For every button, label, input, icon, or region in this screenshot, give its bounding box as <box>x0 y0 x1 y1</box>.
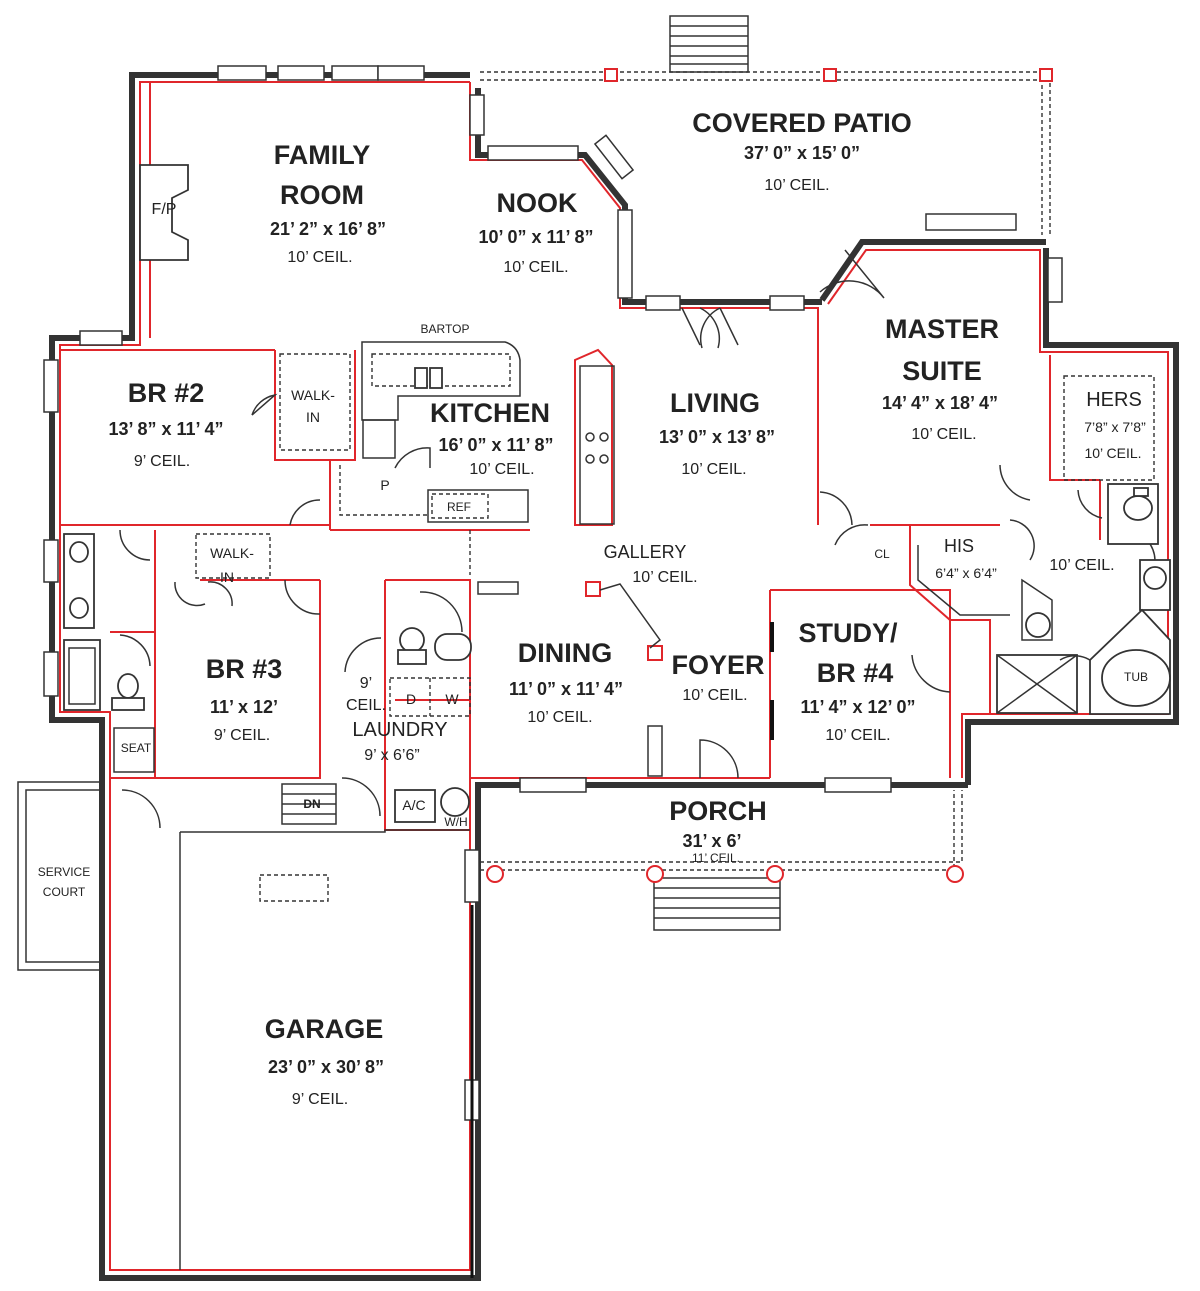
br3-ceil: 9’ CEIL. <box>213 727 271 744</box>
br2-walk-in-1: WALK- <box>291 387 335 403</box>
tub-label: TUB <box>1124 670 1148 684</box>
patio-edge <box>480 68 1053 235</box>
ref-label: REF <box>447 500 471 514</box>
family-room-name-2: ROOM <box>280 180 364 210</box>
his-name: HIS <box>943 536 975 556</box>
master-suite-dim: 14’ 4” x 18’ 4” <box>881 393 999 413</box>
br3-walk-in-1: WALK- <box>210 545 254 561</box>
foyer-ceil: 10’ CEIL. <box>682 687 748 704</box>
laundry-dim: 9’ x 6’6” <box>364 747 420 764</box>
kitchen-name: KITCHEN <box>430 398 550 428</box>
kitchen-ceil: 10’ CEIL. <box>469 461 535 478</box>
hers-ceil: 10’ CEIL. <box>1084 445 1142 461</box>
pantry-label: P <box>380 477 390 493</box>
hers-name: HERS <box>1086 389 1142 411</box>
br2-dim: 13’ 8” x 11’ 4” <box>108 419 224 439</box>
porch-name: PORCH <box>669 796 767 826</box>
br3-name: BR #3 <box>205 654 283 684</box>
covered-patio-dim: 37’ 0” x 15’ 0” <box>743 143 861 163</box>
br3-dim: 11’ x 12’ <box>209 697 279 717</box>
gallery-columns <box>469 530 663 777</box>
garage-dim: 23’ 0” x 30’ 8” <box>267 1057 385 1077</box>
dryer-label: D <box>405 691 417 707</box>
laundry-name: LAUNDRY <box>352 719 448 741</box>
service-court-1: SERVICE <box>37 865 91 879</box>
porch-dim: 31’ x 6’ <box>682 831 742 851</box>
living-name: LIVING <box>669 388 761 418</box>
service-court-2: COURT <box>42 885 86 899</box>
windows <box>43 65 1063 1121</box>
study-dim: 11’ 4” x 12’ 0” <box>800 697 916 717</box>
gallery-ceil: 10’ CEIL. <box>632 569 698 586</box>
kitchen-dim: 16’ 0” x 11’ 8” <box>438 435 554 455</box>
covered-patio-name: COVERED PATIO <box>692 108 912 138</box>
interior-walls <box>59 81 1169 1271</box>
covered-patio-ceil: 10’ CEIL. <box>764 177 830 194</box>
kitchen-counters <box>339 341 615 525</box>
service-court <box>17 781 102 971</box>
nook-dim: 10’ 0” x 11’ 8” <box>478 227 594 247</box>
br2-ceil: 9’ CEIL. <box>133 453 191 470</box>
water-heater-label: W/H <box>444 815 468 829</box>
study-ceil: 10’ CEIL. <box>825 727 891 744</box>
master-suite-name-1: MASTER <box>885 314 999 344</box>
bartop-label: BARTOP <box>420 322 470 336</box>
laundry-ceil-1: 9’ <box>359 675 373 692</box>
master-suite-name-2: SUITE <box>902 356 982 386</box>
closet-label: CL <box>874 547 890 561</box>
family-room-dim: 21’ 2” x 16’ 8” <box>269 219 387 239</box>
ac-label: A/C <box>402 797 426 813</box>
porch-edge <box>480 790 964 883</box>
nook-name: NOOK <box>496 188 578 218</box>
fireplace-label: F/P <box>151 201 177 218</box>
front-stairs <box>653 877 781 931</box>
master-bath-ceil: 10’ CEIL. <box>1049 557 1115 574</box>
dining-name: DINING <box>517 638 613 668</box>
family-room-ceil: 10’ CEIL. <box>287 249 353 266</box>
seat-label: SEAT <box>120 741 152 755</box>
hers-dim: 7’8” x 7’8” <box>1084 419 1146 435</box>
washer-label: W <box>445 691 459 707</box>
study-name-2: BR #4 <box>816 658 894 688</box>
his-dim: 6’4” x 6’4” <box>935 565 997 581</box>
br2-walk-in-2: IN <box>306 409 320 425</box>
back-stairs <box>669 15 749 73</box>
bath-fixtures <box>63 483 1171 823</box>
fireplace <box>139 164 189 261</box>
master-suite-ceil: 10’ CEIL. <box>911 426 977 443</box>
dining-ceil: 10’ CEIL. <box>527 709 593 726</box>
gallery-name: GALLERY <box>603 542 687 562</box>
garage-structure <box>179 783 474 1278</box>
doors <box>119 249 1156 829</box>
stairs-down-label: DN <box>303 797 321 811</box>
dining-dim: 11’ 0” x 11’ 4” <box>508 679 624 699</box>
laundry-ceil-2: CEIL. <box>345 697 387 714</box>
garage-ceil: 9’ CEIL. <box>291 1091 349 1108</box>
living-ceil: 10’ CEIL. <box>681 461 747 478</box>
nook-ceil: 10’ CEIL. <box>503 259 569 276</box>
family-room-name-1: FAMILY <box>273 140 371 170</box>
foyer-name: FOYER <box>671 650 765 680</box>
br2-name: BR #2 <box>127 378 205 408</box>
closet-outlines <box>195 353 1155 579</box>
living-dim: 13’ 0” x 13’ 8” <box>658 427 776 447</box>
porch-ceil: 11’ CEIL. <box>691 851 741 865</box>
garage-name: GARAGE <box>264 1014 384 1044</box>
br3-walk-in-2: IN <box>220 569 234 585</box>
study-name-1: STUDY/ <box>798 618 898 648</box>
